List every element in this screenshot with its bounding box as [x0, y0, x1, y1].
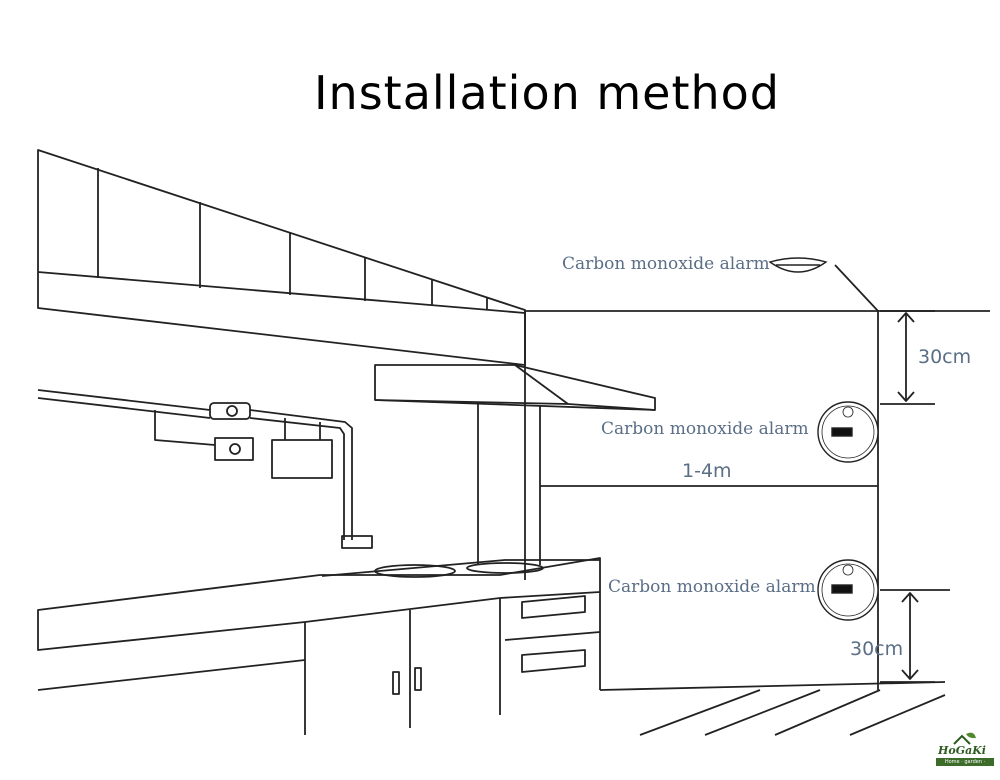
alarm-label-lower: Carbon monoxide alarm	[608, 577, 816, 597]
dimension-distance: 1-4m	[682, 460, 732, 482]
upper-cabinets	[37, 149, 526, 366]
gas-pipe	[37, 389, 211, 419]
ceiling-alarm-icon	[768, 257, 828, 273]
wall-alarm-icon-lower	[817, 559, 879, 621]
cooktop	[321, 559, 600, 577]
dimension-bottom: 30cm	[850, 638, 904, 660]
range-hood	[374, 364, 656, 411]
logo-tagline: Home · garden · kitchen	[936, 758, 994, 773]
page-title: Installation method	[313, 66, 781, 120]
logo-name: HoGaKi	[938, 744, 986, 757]
countertop	[37, 557, 601, 651]
alarm-label-upper: Carbon monoxide alarm	[601, 419, 809, 439]
alarm-label-ceiling: Carbon monoxide alarm	[562, 254, 770, 274]
dimension-top: 30cm	[918, 346, 972, 368]
wall-alarm-icon-upper	[817, 401, 879, 463]
brand-logo: HoGaKi Home · garden · kitchen	[936, 730, 994, 773]
house-leaf-icon	[953, 732, 976, 745]
water-heater	[271, 439, 333, 479]
